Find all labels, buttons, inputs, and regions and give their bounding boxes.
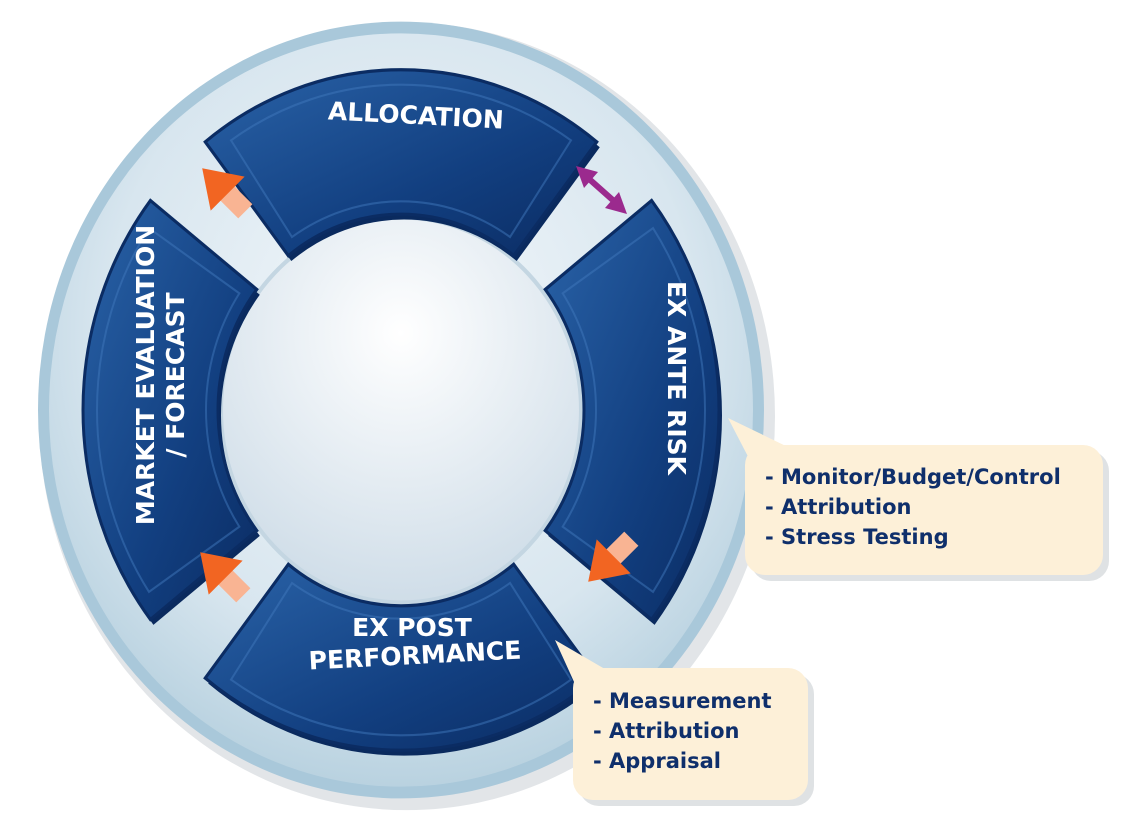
- segment-ex-post-performance-bevel: [229, 581, 573, 737]
- segment-allocation[interactable]: [203, 68, 599, 258]
- arrow-market-to-allocation: [202, 168, 253, 219]
- callout-item: - Measurement: [593, 689, 772, 713]
- segment-market-label-line1: MARKET EVALUATION: [131, 225, 160, 525]
- center-disc: [219, 215, 583, 605]
- callout-ex-post-performance: - Measurement - Attribution - Appraisal: [573, 668, 808, 800]
- segment-ex-ante-risk-label: EX ANTE RISK: [662, 281, 691, 477]
- callout-ex-ante-risk: - Monitor/Budget/Control - Attribution -…: [745, 445, 1103, 575]
- callout-item: - Appraisal: [593, 749, 721, 773]
- segment-ex-post-performance[interactable]: [203, 562, 599, 752]
- callout-item: - Attribution: [765, 495, 912, 519]
- segment-ex-ante-risk-bevel: [561, 226, 706, 594]
- segment-ex-post-label-line1: EX POST: [352, 613, 472, 642]
- segment-ex-ante-risk[interactable]: [543, 198, 721, 622]
- callout-item: - Monitor/Budget/Control: [765, 465, 1061, 489]
- segment-market-label-line2: / FORECAST: [161, 292, 190, 457]
- double-arrow-allocation-risk: [576, 166, 627, 214]
- arrow-expost-to-market: [200, 552, 251, 603]
- arrow-risk-to-expost: [588, 531, 639, 582]
- callout-item: - Stress Testing: [765, 525, 949, 549]
- callout-item: - Attribution: [593, 719, 740, 743]
- segment-market-evaluation[interactable]: [81, 198, 259, 622]
- segment-market-evaluation-bevel: [96, 226, 241, 594]
- segment-allocation-bevel: [229, 83, 573, 239]
